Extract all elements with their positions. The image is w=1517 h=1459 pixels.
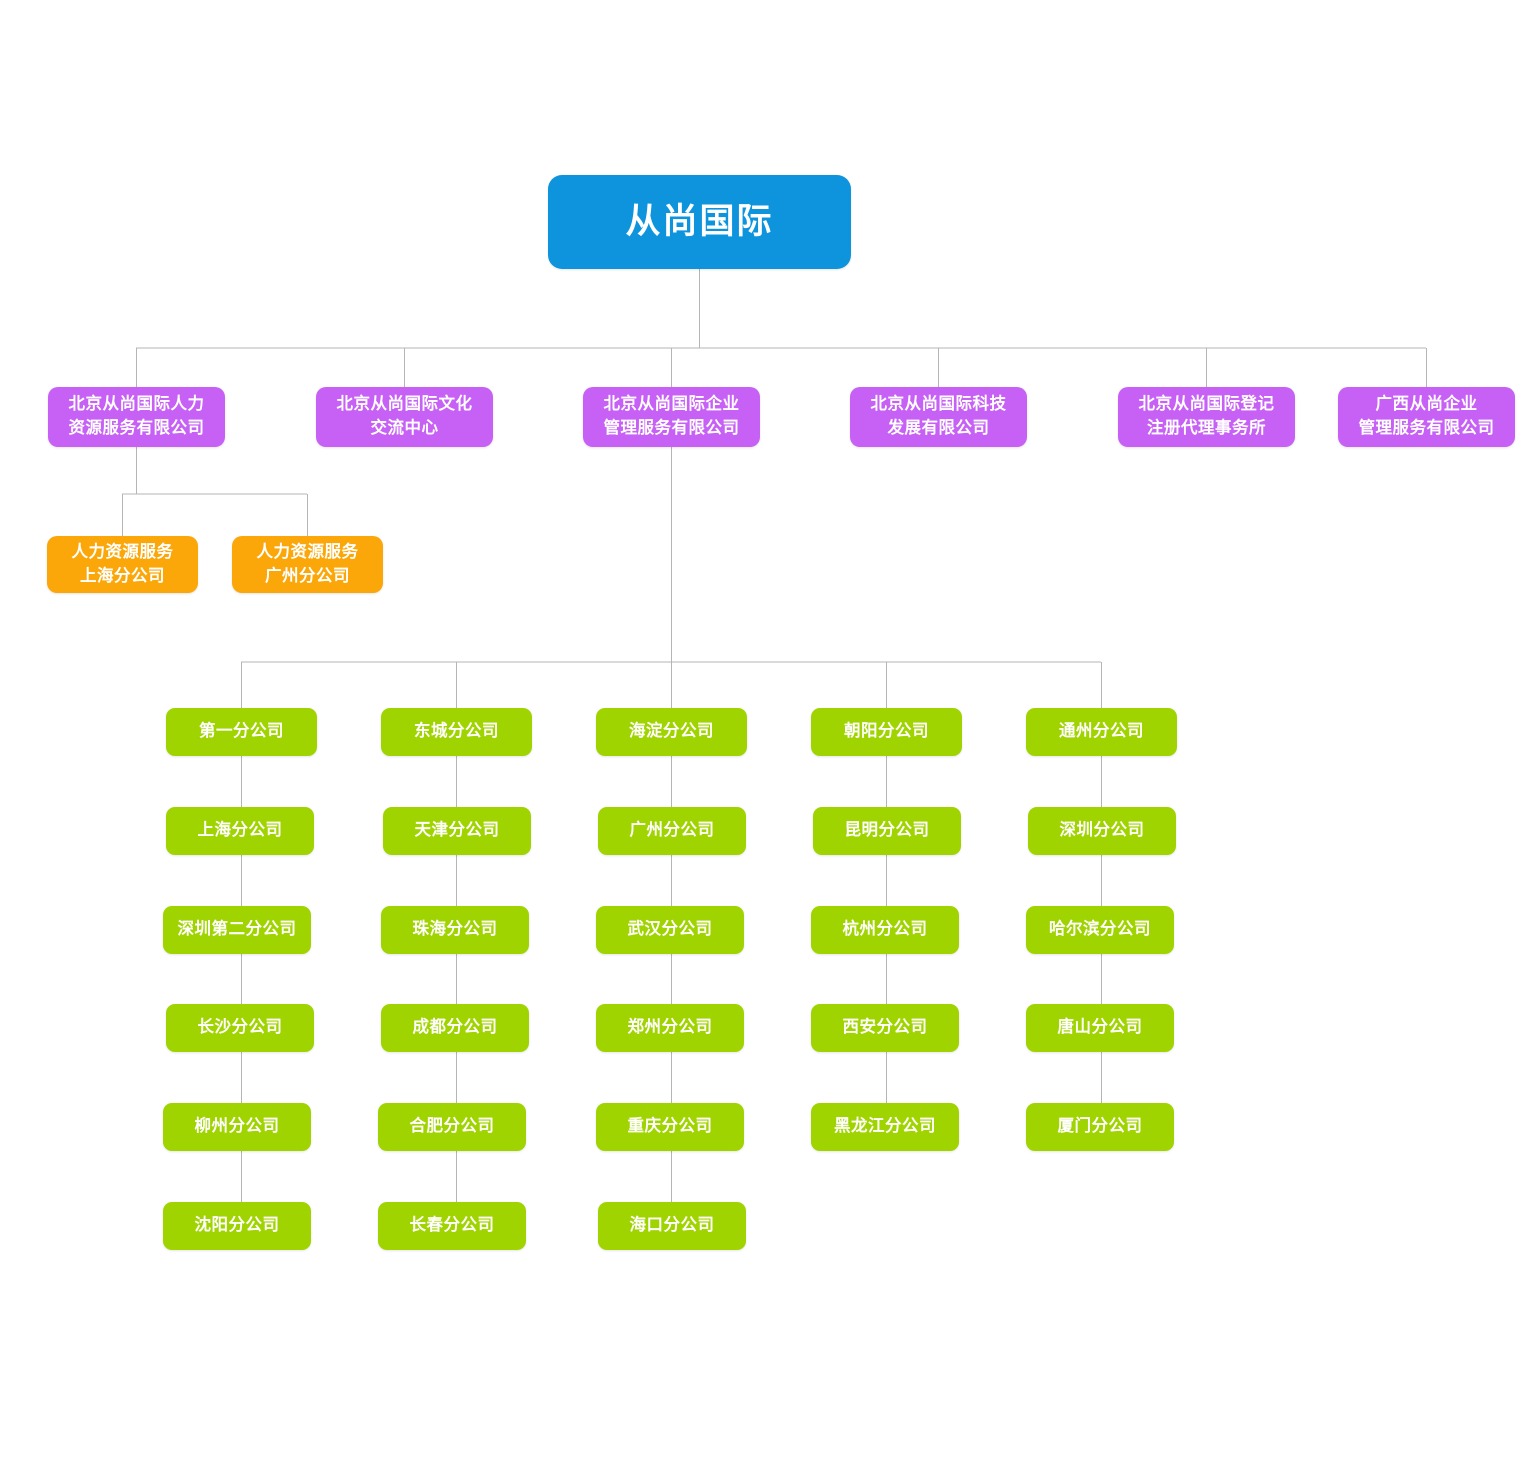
org-node-division-3[interactable]: 北京从尚国际企业 管理服务有限公司 [583, 387, 760, 447]
org-node-branch-c1-r2[interactable]: 上海分公司 [166, 807, 314, 855]
org-node-branch-c2-r6[interactable]: 长春分公司 [378, 1202, 526, 1250]
org-node-branch-c4-r4[interactable]: 西安分公司 [811, 1004, 959, 1052]
org-node-branch-c3-r3[interactable]: 武汉分公司 [596, 906, 744, 954]
org-node-branch-c3-r2[interactable]: 广州分公司 [598, 807, 746, 855]
org-node-division-1[interactable]: 北京从尚国际人力 资源服务有限公司 [48, 387, 225, 447]
org-node-branch-c4-r1[interactable]: 朝阳分公司 [811, 708, 962, 756]
org-node-branch-c2-r1[interactable]: 东城分公司 [381, 708, 532, 756]
org-node-branch-c5-r1[interactable]: 通州分公司 [1026, 708, 1177, 756]
org-node-branch-c2-r4[interactable]: 成都分公司 [381, 1004, 529, 1052]
org-node-branch-c4-r5[interactable]: 黑龙江分公司 [811, 1103, 959, 1151]
org-node-branch-c5-r4[interactable]: 唐山分公司 [1026, 1004, 1174, 1052]
org-node-branch-c2-r3[interactable]: 珠海分公司 [381, 906, 529, 954]
org-node-branch-c5-r2[interactable]: 深圳分公司 [1028, 807, 1176, 855]
org-node-division-5[interactable]: 北京从尚国际登记 注册代理事务所 [1118, 387, 1295, 447]
org-node-branch-c1-r4[interactable]: 长沙分公司 [166, 1004, 314, 1052]
org-node-hr-subsidiary-2[interactable]: 人力资源服务 广州分公司 [232, 536, 383, 593]
org-node-branch-c3-r5[interactable]: 重庆分公司 [596, 1103, 744, 1151]
org-node-branch-c1-r5[interactable]: 柳州分公司 [163, 1103, 311, 1151]
org-node-branch-c2-r5[interactable]: 合肥分公司 [378, 1103, 526, 1151]
org-node-branch-c3-r6[interactable]: 海口分公司 [598, 1202, 746, 1250]
org-node-branch-c4-r3[interactable]: 杭州分公司 [811, 906, 959, 954]
org-node-division-6[interactable]: 广西从尚企业 管理服务有限公司 [1338, 387, 1515, 447]
org-node-branch-c4-r2[interactable]: 昆明分公司 [813, 807, 961, 855]
org-node-branch-c5-r3[interactable]: 哈尔滨分公司 [1026, 906, 1174, 954]
org-node-root[interactable]: 从尚国际 [548, 175, 851, 269]
org-node-branch-c1-r3[interactable]: 深圳第二分公司 [163, 906, 311, 954]
org-node-division-2[interactable]: 北京从尚国际文化 交流中心 [316, 387, 493, 447]
org-node-hr-subsidiary-1[interactable]: 人力资源服务 上海分公司 [47, 536, 198, 593]
org-node-branch-c3-r1[interactable]: 海淀分公司 [596, 708, 747, 756]
org-node-branch-c1-r6[interactable]: 沈阳分公司 [163, 1202, 311, 1250]
org-node-branch-c5-r5[interactable]: 厦门分公司 [1026, 1103, 1174, 1151]
org-node-division-4[interactable]: 北京从尚国际科技 发展有限公司 [850, 387, 1027, 447]
org-node-branch-c3-r4[interactable]: 郑州分公司 [596, 1004, 744, 1052]
org-node-branch-c2-r2[interactable]: 天津分公司 [383, 807, 531, 855]
org-node-branch-c1-r1[interactable]: 第一分公司 [166, 708, 317, 756]
